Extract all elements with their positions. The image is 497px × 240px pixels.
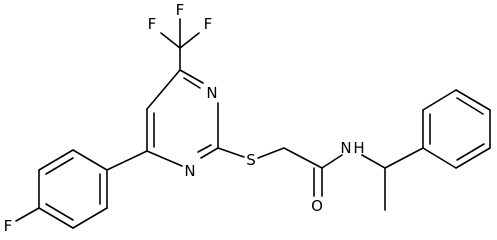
fluorine-label-cf3-top: F [176, 1, 185, 19]
carbonyl-oxygen-label: O [311, 197, 323, 215]
pyrimidine-ring [146, 69, 219, 167]
aryl-fluorine-label: F [4, 217, 13, 235]
phenylethyl-group [384, 147, 424, 211]
fluorophenyl-ring [15, 149, 148, 229]
amide-hydrogen-label: H [353, 139, 364, 157]
thioether-linker [217, 147, 323, 169]
amide-nitrogen-label: N [340, 139, 351, 157]
fluorine-label-cf3-right: F [204, 15, 213, 33]
amide-group [313, 154, 386, 197]
sulfur-label: S [246, 151, 256, 169]
pyrimidine-n-upper-label: N [206, 84, 217, 102]
phenyl-ring [422, 89, 491, 169]
trifluoromethyl-group [160, 18, 200, 71]
pyrimidine-n-lower-label: N [184, 162, 195, 180]
fluorine-label-cf3-left: F [148, 15, 157, 33]
